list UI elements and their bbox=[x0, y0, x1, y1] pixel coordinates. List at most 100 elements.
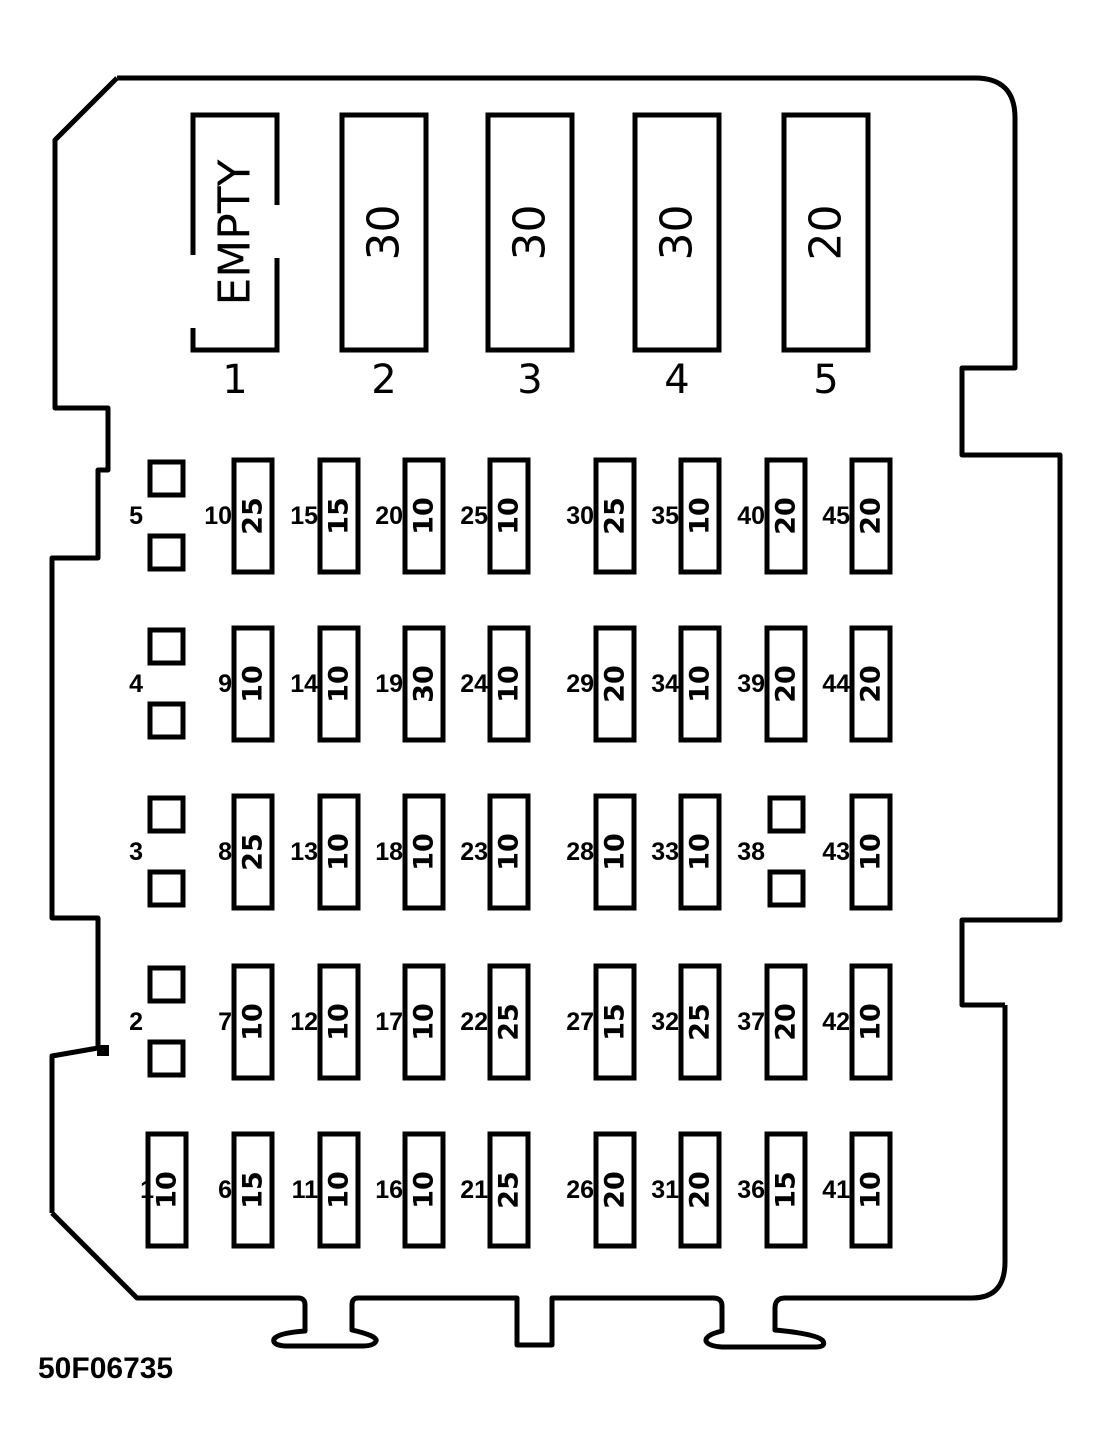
mini-fuse-body bbox=[849, 793, 893, 911]
relay-terminal bbox=[147, 459, 186, 498]
mini-fuse-body bbox=[678, 457, 722, 575]
mini-fuse-value: 10 bbox=[856, 833, 887, 871]
mini-fuse: 10 bbox=[849, 793, 893, 911]
mini-fuse-body bbox=[317, 625, 361, 743]
mini-fuse-value: 20 bbox=[856, 665, 887, 703]
mini-fuse-body bbox=[231, 963, 275, 1081]
fuse-slot-number: 1 bbox=[140, 1176, 154, 1204]
mini-fuse-value: 25 bbox=[238, 497, 269, 535]
fuse-slot-number: 23 bbox=[460, 838, 488, 866]
mini-fuse-body bbox=[317, 1131, 361, 1249]
mini-fuse: 10 bbox=[231, 625, 275, 743]
large-fuse-body bbox=[485, 112, 575, 353]
mini-fuse: 20 bbox=[678, 1131, 722, 1249]
mini-fuse: 10 bbox=[317, 625, 361, 743]
mini-fuse-body bbox=[231, 793, 275, 911]
mini-fuse: 20 bbox=[593, 1131, 637, 1249]
mini-fuse-body bbox=[317, 963, 361, 1081]
relay-terminal bbox=[147, 965, 186, 1004]
fuse-slot-number: 34 bbox=[651, 670, 679, 698]
fuse-slot-number: 39 bbox=[737, 670, 765, 698]
mini-fuse-value: 25 bbox=[238, 833, 269, 871]
relay-4 bbox=[147, 627, 186, 740]
large-fuse-number: 2 bbox=[371, 357, 396, 403]
mini-fuse-body bbox=[487, 963, 531, 1081]
mini-fuse: 10 bbox=[678, 625, 722, 743]
fuse-slot-number: 18 bbox=[375, 838, 403, 866]
fuse-slot-number: 32 bbox=[651, 1008, 679, 1036]
mini-fuse: 25 bbox=[231, 793, 275, 911]
relay-slot-38 bbox=[767, 795, 806, 908]
mini-fuse: 10 bbox=[849, 1131, 893, 1249]
mini-fuse-body bbox=[678, 625, 722, 743]
fuse-slot-number: 4 bbox=[129, 670, 143, 698]
large-fuse-5: 205 bbox=[781, 112, 871, 403]
relay-terminal bbox=[147, 533, 186, 572]
large-fuse-3: 303 bbox=[485, 112, 575, 403]
fuse-slot-number: 36 bbox=[737, 1176, 765, 1204]
large-fuse-number: 4 bbox=[664, 357, 689, 403]
mini-fuse-body bbox=[402, 1131, 446, 1249]
large-fuse-value: 30 bbox=[359, 205, 410, 261]
relay-terminal bbox=[147, 869, 186, 908]
mini-fuse-value: 10 bbox=[238, 1003, 269, 1041]
mini-fuse: 10 bbox=[231, 963, 275, 1081]
large-fuse-number: 3 bbox=[517, 357, 542, 403]
mini-fuse-body bbox=[231, 625, 275, 743]
relay-5 bbox=[147, 459, 186, 572]
fuse-slot-number: 26 bbox=[566, 1176, 594, 1204]
mini-fuse: 10 bbox=[487, 457, 531, 575]
mini-fuse-value: 20 bbox=[856, 497, 887, 535]
panel-housing bbox=[49, 75, 1063, 1350]
mini-fuse: 10 bbox=[487, 793, 531, 911]
mini-fuse-value: 10 bbox=[685, 833, 716, 871]
fuse-slot-number: 11 bbox=[292, 1176, 319, 1204]
mini-fuse-body bbox=[849, 1131, 893, 1249]
relay-2 bbox=[147, 965, 186, 1078]
large-fuse-2: 30 2 bbox=[339, 112, 429, 403]
fuse-slot-number: 19 bbox=[375, 670, 403, 698]
mini-fuse: 10 bbox=[145, 1131, 189, 1249]
mini-fuse-body bbox=[764, 625, 808, 743]
fuse-slot-number: 22 bbox=[460, 1008, 488, 1036]
mini-fuse: 25 bbox=[487, 1131, 531, 1249]
fuse-slot-number: 5 bbox=[129, 502, 143, 530]
mini-fuse-value: 10 bbox=[685, 665, 716, 703]
mini-fuse-value: 10 bbox=[324, 665, 355, 703]
mini-fuse-body bbox=[231, 457, 275, 575]
mini-fuse-value: 10 bbox=[409, 497, 440, 535]
fuse-slot-number: 37 bbox=[737, 1008, 765, 1036]
mini-fuse: 20 bbox=[764, 457, 808, 575]
mini-fuse-value: 10 bbox=[494, 497, 525, 535]
mini-fuse-body bbox=[764, 1131, 808, 1249]
relay-terminal bbox=[147, 701, 186, 740]
mini-fuse: 20 bbox=[764, 625, 808, 743]
mini-fuse-body bbox=[145, 1131, 189, 1249]
mini-fuse-body bbox=[849, 963, 893, 1081]
mini-fuse: 10 bbox=[487, 625, 531, 743]
fuse-slot-number: 44 bbox=[822, 670, 850, 698]
mini-fuse: 10 bbox=[678, 793, 722, 911]
mini-fuse-value: 25 bbox=[685, 1003, 716, 1041]
fuse-slot-number: 12 bbox=[290, 1008, 318, 1036]
mini-fuse-body bbox=[764, 963, 808, 1081]
mini-fuse: 15 bbox=[593, 963, 637, 1081]
fuse-slot-number: 29 bbox=[566, 670, 594, 698]
fuse-slot-number: 27 bbox=[566, 1008, 594, 1036]
large-fuse-4: 304 bbox=[632, 112, 722, 403]
mini-fuse-body bbox=[487, 457, 531, 575]
mini-fuse-value: 10 bbox=[685, 497, 716, 535]
fuse-slot-number: 17 bbox=[375, 1008, 403, 1036]
mini-fuse-value: 15 bbox=[771, 1171, 802, 1209]
mini-fuse-body bbox=[231, 1131, 275, 1249]
mini-fuse-body bbox=[402, 457, 446, 575]
mini-fuse: 20 bbox=[849, 457, 893, 575]
empty-slot-bracket bbox=[190, 112, 280, 353]
mini-fuse-value: 15 bbox=[600, 1003, 631, 1041]
mini-fuse: 20 bbox=[849, 625, 893, 743]
relay-terminal bbox=[147, 627, 186, 666]
mini-fuse: 25 bbox=[593, 457, 637, 575]
mini-fuse-value: 20 bbox=[771, 1003, 802, 1041]
mini-fuse-value: 10 bbox=[856, 1003, 887, 1041]
mini-fuse-body bbox=[849, 625, 893, 743]
